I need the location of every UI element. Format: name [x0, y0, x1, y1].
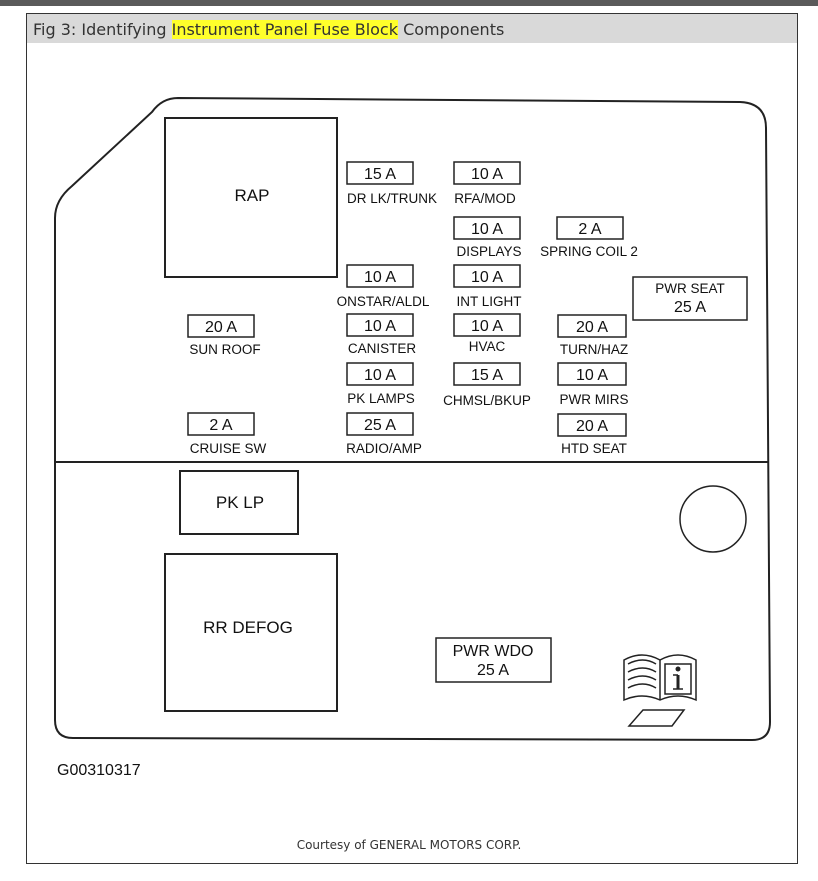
fuse-amp: 10 A	[364, 318, 396, 335]
fuse-dr-lk-trunk: 15 A DR LK/TRUNK	[346, 161, 437, 206]
fuse-name: SPRING COIL 2	[540, 244, 638, 259]
diagram-id: G00310317	[57, 762, 141, 779]
breaker-amp: 25 A	[674, 299, 706, 316]
fuse-amp: 10 A	[471, 318, 503, 335]
breaker-amp: 25 A	[477, 662, 509, 679]
fuse-amp: 10 A	[364, 269, 396, 286]
fuse-name: TURN/HAZ	[560, 342, 628, 357]
fuse-amp: 25 A	[364, 417, 396, 434]
relay-rr-defog: RR DEFOG	[164, 553, 338, 712]
fuse-name: DISPLAYS	[456, 244, 521, 259]
fuse-name: RADIO/AMP	[346, 441, 422, 456]
credit-line: Courtesy of GENERAL MOTORS CORP.	[296, 838, 522, 852]
fuse-name: CANISTER	[348, 341, 417, 356]
fuse-amp: 20 A	[205, 319, 237, 336]
top-bar	[0, 0, 818, 6]
fuse-htd-seat: 20 A HTD SEAT	[557, 413, 627, 456]
fuse-int-light: 10 A INT LIGHT	[453, 264, 522, 309]
fuse-name: PWR MIRS	[560, 392, 629, 407]
fuse-name: CHMSL/BKUP	[443, 393, 531, 408]
fuse-amp: 20 A	[576, 418, 608, 435]
fuse-pk-lamps: 10 A PK LAMPS	[346, 362, 415, 406]
round-connector-icon	[679, 485, 747, 553]
fuse-amp: 10 A	[471, 269, 503, 286]
breaker-name: PWR WDO	[453, 643, 534, 660]
breaker-pwr-wdo: PWR WDO 25 A	[435, 637, 552, 683]
fuse-displays: 10 A DISPLAYS	[453, 216, 522, 259]
fuse-name: ONSTAR/ALDL	[337, 294, 430, 309]
fuse-hvac: 10 A HVAC	[453, 313, 521, 354]
relay-pk-lp: PK LP	[179, 470, 299, 535]
fuse-amp: 2 A	[578, 221, 601, 238]
info-manual-icon	[623, 654, 697, 727]
fuse-radio-amp: 25 A RADIO/AMP	[346, 412, 422, 456]
fuse-name: INT LIGHT	[456, 294, 521, 309]
fuse-amp: 15 A	[364, 166, 396, 183]
fuse-canister: 10 A CANISTER	[346, 313, 417, 356]
relay-rap: RAP	[164, 117, 338, 278]
fuse-amp: 15 A	[471, 367, 503, 384]
fuse-block-outline	[54, 96, 772, 742]
fuse-spring-coil-2: 2 A SPRING COIL 2	[540, 216, 638, 259]
fuse-turn-haz: 20 A TURN/HAZ	[557, 314, 628, 357]
breaker-name: PWR SEAT	[655, 281, 725, 296]
fuse-sun-roof: 20 A SUN ROOF	[187, 314, 261, 357]
fuse-name: RFA/MOD	[454, 191, 516, 206]
fuse-name: HVAC	[469, 339, 506, 354]
fuse-cruise-sw: 2 A CRUISE SW	[187, 412, 267, 456]
fuse-name: CRUISE SW	[190, 441, 267, 456]
fuse-name: SUN ROOF	[189, 342, 260, 357]
caption-prefix: Fig 3: Identifying	[33, 20, 172, 39]
caption-highlight: Instrument Panel Fuse Block	[171, 20, 398, 39]
fuse-name: DR LK/TRUNK	[347, 191, 437, 206]
figure-caption: Fig 3: Identifying Instrument Panel Fuse…	[27, 14, 797, 43]
caption-suffix: Components	[397, 20, 505, 39]
fuse-amp: 10 A	[471, 166, 503, 183]
fuse-amp: 10 A	[471, 221, 503, 238]
fuse-name: HTD SEAT	[561, 441, 627, 456]
fuse-amp: 10 A	[364, 367, 396, 384]
fuse-amp: 10 A	[576, 367, 608, 384]
fuse-rfa-mod: 10 A RFA/MOD	[453, 161, 521, 206]
fuse-amp: 2 A	[209, 417, 232, 434]
relay-label: RAP	[235, 186, 270, 205]
fuse-name: PK LAMPS	[347, 391, 415, 406]
relay-label: RR DEFOG	[203, 618, 293, 637]
fuse-chmsl-bkup: 15 A CHMSL/BKUP	[443, 362, 531, 408]
fuse-onstar-aldl: 10 A ONSTAR/ALDL	[337, 264, 430, 309]
fuse-pwr-mirs: 10 A PWR MIRS	[557, 362, 629, 407]
breaker-pwr-seat: PWR SEAT 25 A	[632, 276, 748, 321]
relay-label: PK LP	[216, 493, 264, 512]
fuse-amp: 20 A	[576, 319, 608, 336]
